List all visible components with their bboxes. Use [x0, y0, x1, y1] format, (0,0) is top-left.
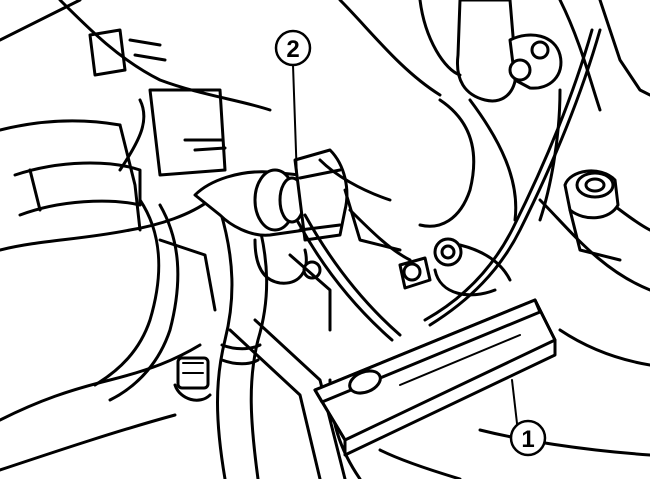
cable-bracket [193, 148, 412, 332]
mounting-bolt [398, 237, 512, 297]
leader-lines [292, 64, 519, 433]
right-fitting [563, 169, 622, 262]
coolant-hose [216, 208, 347, 479]
control-cable [423, 28, 602, 327]
callout-1: 1 [509, 419, 547, 457]
left-hose [13, 98, 180, 402]
special-tool [296, 213, 557, 457]
valve-assembly [418, 0, 563, 228]
callout-2-label: 2 [286, 36, 299, 63]
callout-2: 2 [274, 29, 312, 67]
bolt-bottom-left [173, 356, 212, 402]
callout-1-label: 1 [521, 426, 534, 453]
